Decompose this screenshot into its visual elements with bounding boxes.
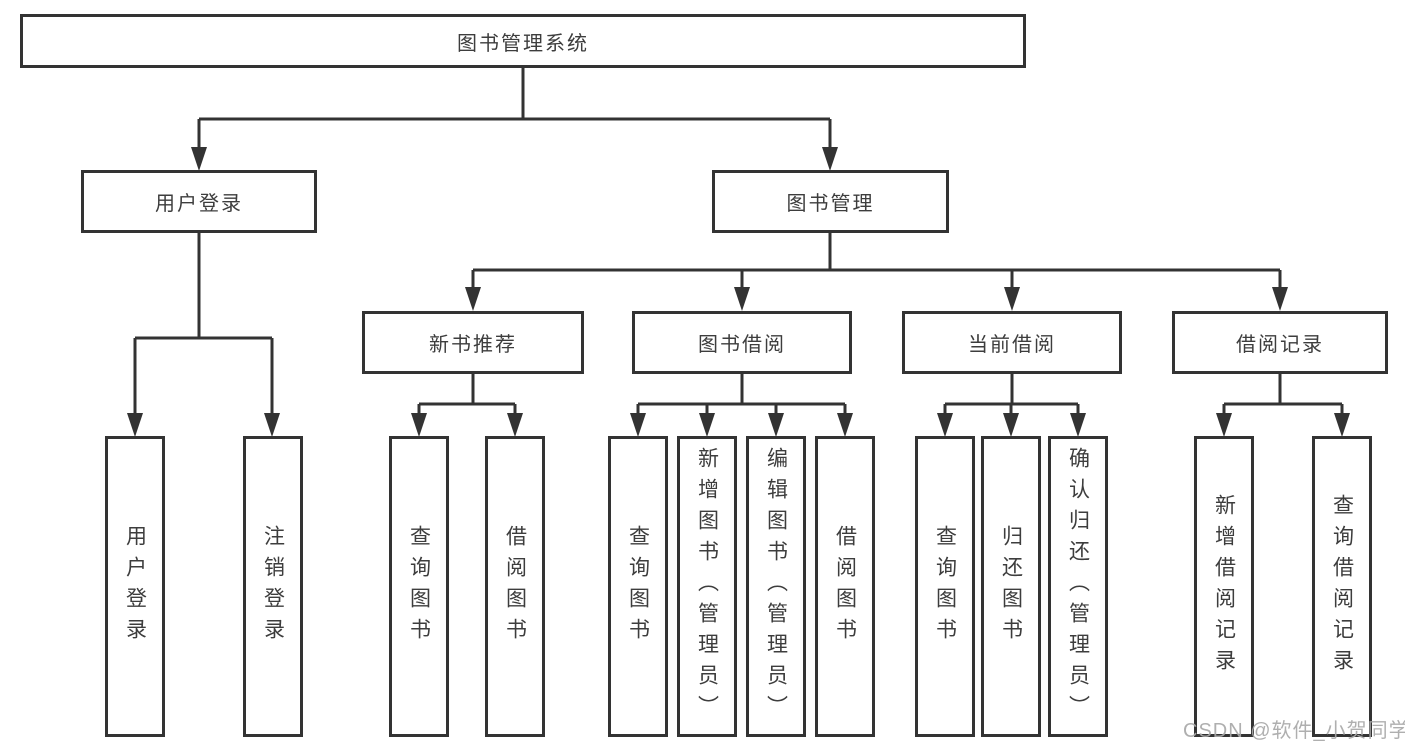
leaf-query-borrow-record: 查询借阅记录 bbox=[1312, 436, 1372, 737]
node-new-book-recommend: 新书推荐 bbox=[362, 311, 584, 374]
leaf-borrow-books-label: 借阅图书 bbox=[833, 524, 857, 649]
leaf-confirm-return-admin-label: 确认归还（管理员） bbox=[1066, 447, 1090, 726]
node-book-management-label: 图书管理 bbox=[786, 193, 875, 215]
leaf-logout: 注销登录 bbox=[243, 436, 303, 737]
leaf-borrow-books-newbook-label: 借阅图书 bbox=[503, 524, 527, 649]
leaf-query-books-borrow: 查询图书 bbox=[608, 436, 668, 737]
node-book-management: 图书管理 bbox=[712, 170, 949, 233]
leaf-user-login: 用户登录 bbox=[105, 436, 165, 737]
leaf-add-borrow-record: 新增借阅记录 bbox=[1194, 436, 1254, 737]
node-new-book-recommend-label: 新书推荐 bbox=[429, 334, 517, 356]
leaf-query-books-current: 查询图书 bbox=[915, 436, 975, 737]
node-root-label: 图书管理系统 bbox=[457, 32, 589, 55]
leaf-borrow-books-newbook: 借阅图书 bbox=[485, 436, 545, 737]
leaf-return-book: 归还图书 bbox=[981, 436, 1041, 737]
leaf-query-books-current-label: 查询图书 bbox=[933, 524, 957, 649]
connector-root-to-level2 bbox=[191, 68, 838, 171]
node-borrow-records: 借阅记录 bbox=[1172, 311, 1388, 374]
node-current-borrow-label: 当前借阅 bbox=[968, 334, 1056, 356]
leaf-query-books-newbook: 查询图书 bbox=[389, 436, 449, 737]
leaf-logout-label: 注销登录 bbox=[261, 524, 285, 649]
leaf-query-borrow-record-label: 查询借阅记录 bbox=[1330, 493, 1354, 680]
node-borrow-records-label: 借阅记录 bbox=[1236, 334, 1324, 356]
leaf-confirm-return-admin: 确认归还（管理员） bbox=[1048, 436, 1108, 737]
leaf-edit-book-admin: 编辑图书（管理员） bbox=[746, 436, 806, 737]
leaf-query-books-newbook-label: 查询图书 bbox=[407, 524, 431, 649]
leaf-add-borrow-record-label: 新增借阅记录 bbox=[1212, 493, 1236, 680]
connector-book-management-to-modules bbox=[465, 233, 1288, 311]
leaf-query-books-borrow-label: 查询图书 bbox=[626, 524, 650, 649]
leaf-add-book-admin: 新增图书（管理员） bbox=[677, 436, 737, 737]
leaf-borrow-books: 借阅图书 bbox=[815, 436, 875, 737]
leaf-add-book-admin-label: 新增图书（管理员） bbox=[695, 447, 719, 726]
leaf-return-book-label: 归还图书 bbox=[999, 524, 1023, 649]
node-book-borrow: 图书借阅 bbox=[632, 311, 852, 374]
csdn-watermark: CSDN @软件_小贺同学 bbox=[1183, 720, 1405, 742]
connector-current-borrow-to-leaves bbox=[937, 374, 1086, 437]
node-user-login: 用户登录 bbox=[81, 170, 317, 233]
node-root: 图书管理系统 bbox=[20, 14, 1026, 68]
leaf-user-login-label: 用户登录 bbox=[123, 524, 147, 649]
connector-book-borrow-to-leaves bbox=[630, 374, 853, 437]
node-current-borrow: 当前借阅 bbox=[902, 311, 1122, 374]
connector-user-login-to-leaves bbox=[127, 233, 280, 437]
leaf-edit-book-admin-label: 编辑图书（管理员） bbox=[764, 447, 788, 726]
connector-new-book-to-leaves bbox=[411, 374, 523, 437]
node-book-borrow-label: 图书借阅 bbox=[698, 334, 786, 356]
node-user-login-label: 用户登录 bbox=[155, 193, 243, 215]
connector-borrow-records-to-leaves bbox=[1216, 374, 1350, 437]
